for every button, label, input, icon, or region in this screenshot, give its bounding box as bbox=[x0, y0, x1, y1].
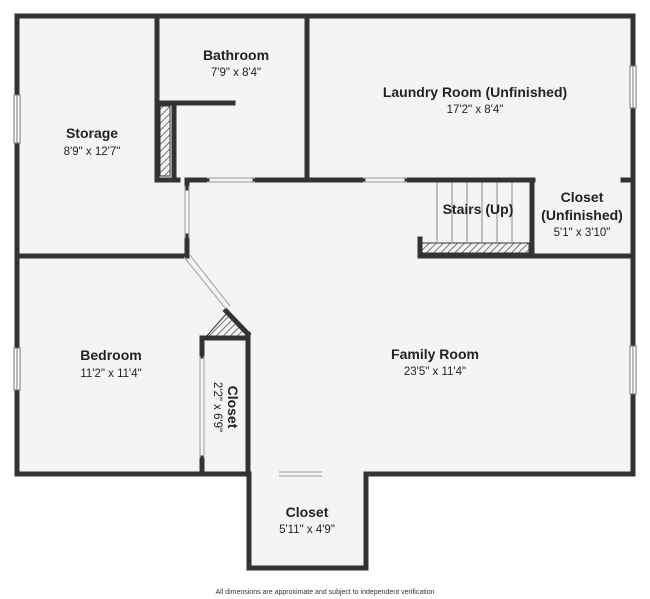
room-name: Closet bbox=[286, 504, 329, 520]
room-dimensions: 8'9" x 12'7" bbox=[64, 146, 121, 158]
room-dimensions: 7'9" x 8'4" bbox=[211, 67, 261, 79]
room-dimensions: 11'2" x 11'4" bbox=[80, 368, 141, 380]
room-name: Closet bbox=[225, 386, 241, 429]
room-dimensions: 5'11" x 4'9" bbox=[279, 524, 335, 536]
room-bedroom: Bedroom 11'2" x 11'4" bbox=[80, 347, 141, 380]
room-stairs: Stairs (Up) bbox=[443, 201, 514, 217]
room-name: Stairs (Up) bbox=[443, 201, 514, 217]
room-name: Storage bbox=[66, 125, 118, 141]
door-openings bbox=[183, 177, 407, 477]
room-name: Bathroom bbox=[203, 47, 269, 63]
room-dimensions: 5'1" x 3'10" bbox=[554, 227, 611, 239]
room-closet-small: Closet 2'2" x 6'9" bbox=[211, 382, 241, 432]
room-dimensions: 17'2" x 8'4" bbox=[447, 104, 504, 116]
room-closet-bottom: Closet 5'11" x 4'9" bbox=[279, 504, 335, 536]
room-bathroom: Bathroom 7'9" x 8'4" bbox=[203, 47, 269, 79]
room-name: Laundry Room (Unfinished) bbox=[383, 84, 567, 100]
windows bbox=[13, 65, 637, 395]
stairs-treads bbox=[436, 181, 513, 242]
room-name: Closet bbox=[561, 189, 604, 205]
room-storage: Storage 8'9" x 12'7" bbox=[64, 125, 121, 158]
room-laundry: Laundry Room (Unfinished) 17'2" x 8'4" bbox=[383, 84, 567, 116]
room-name: Family Room bbox=[391, 346, 479, 362]
room-name: Bedroom bbox=[80, 347, 141, 363]
room-closet-unfinished: Closet (Unfinished) 5'1" x 3'10" bbox=[541, 189, 623, 239]
disclaimer-text: All dimensions are approximate and subje… bbox=[215, 589, 434, 596]
walls bbox=[14, 13, 636, 571]
room-family: Family Room 23'5" x 11'4" bbox=[391, 346, 479, 378]
hatched-areas bbox=[159, 105, 530, 339]
room-dimensions: 2'2" x 6'9" bbox=[211, 382, 223, 432]
floor-fills bbox=[18, 18, 632, 567]
room-name-line2: (Unfinished) bbox=[541, 207, 623, 223]
room-dimensions: 23'5" x 11'4" bbox=[404, 366, 466, 378]
